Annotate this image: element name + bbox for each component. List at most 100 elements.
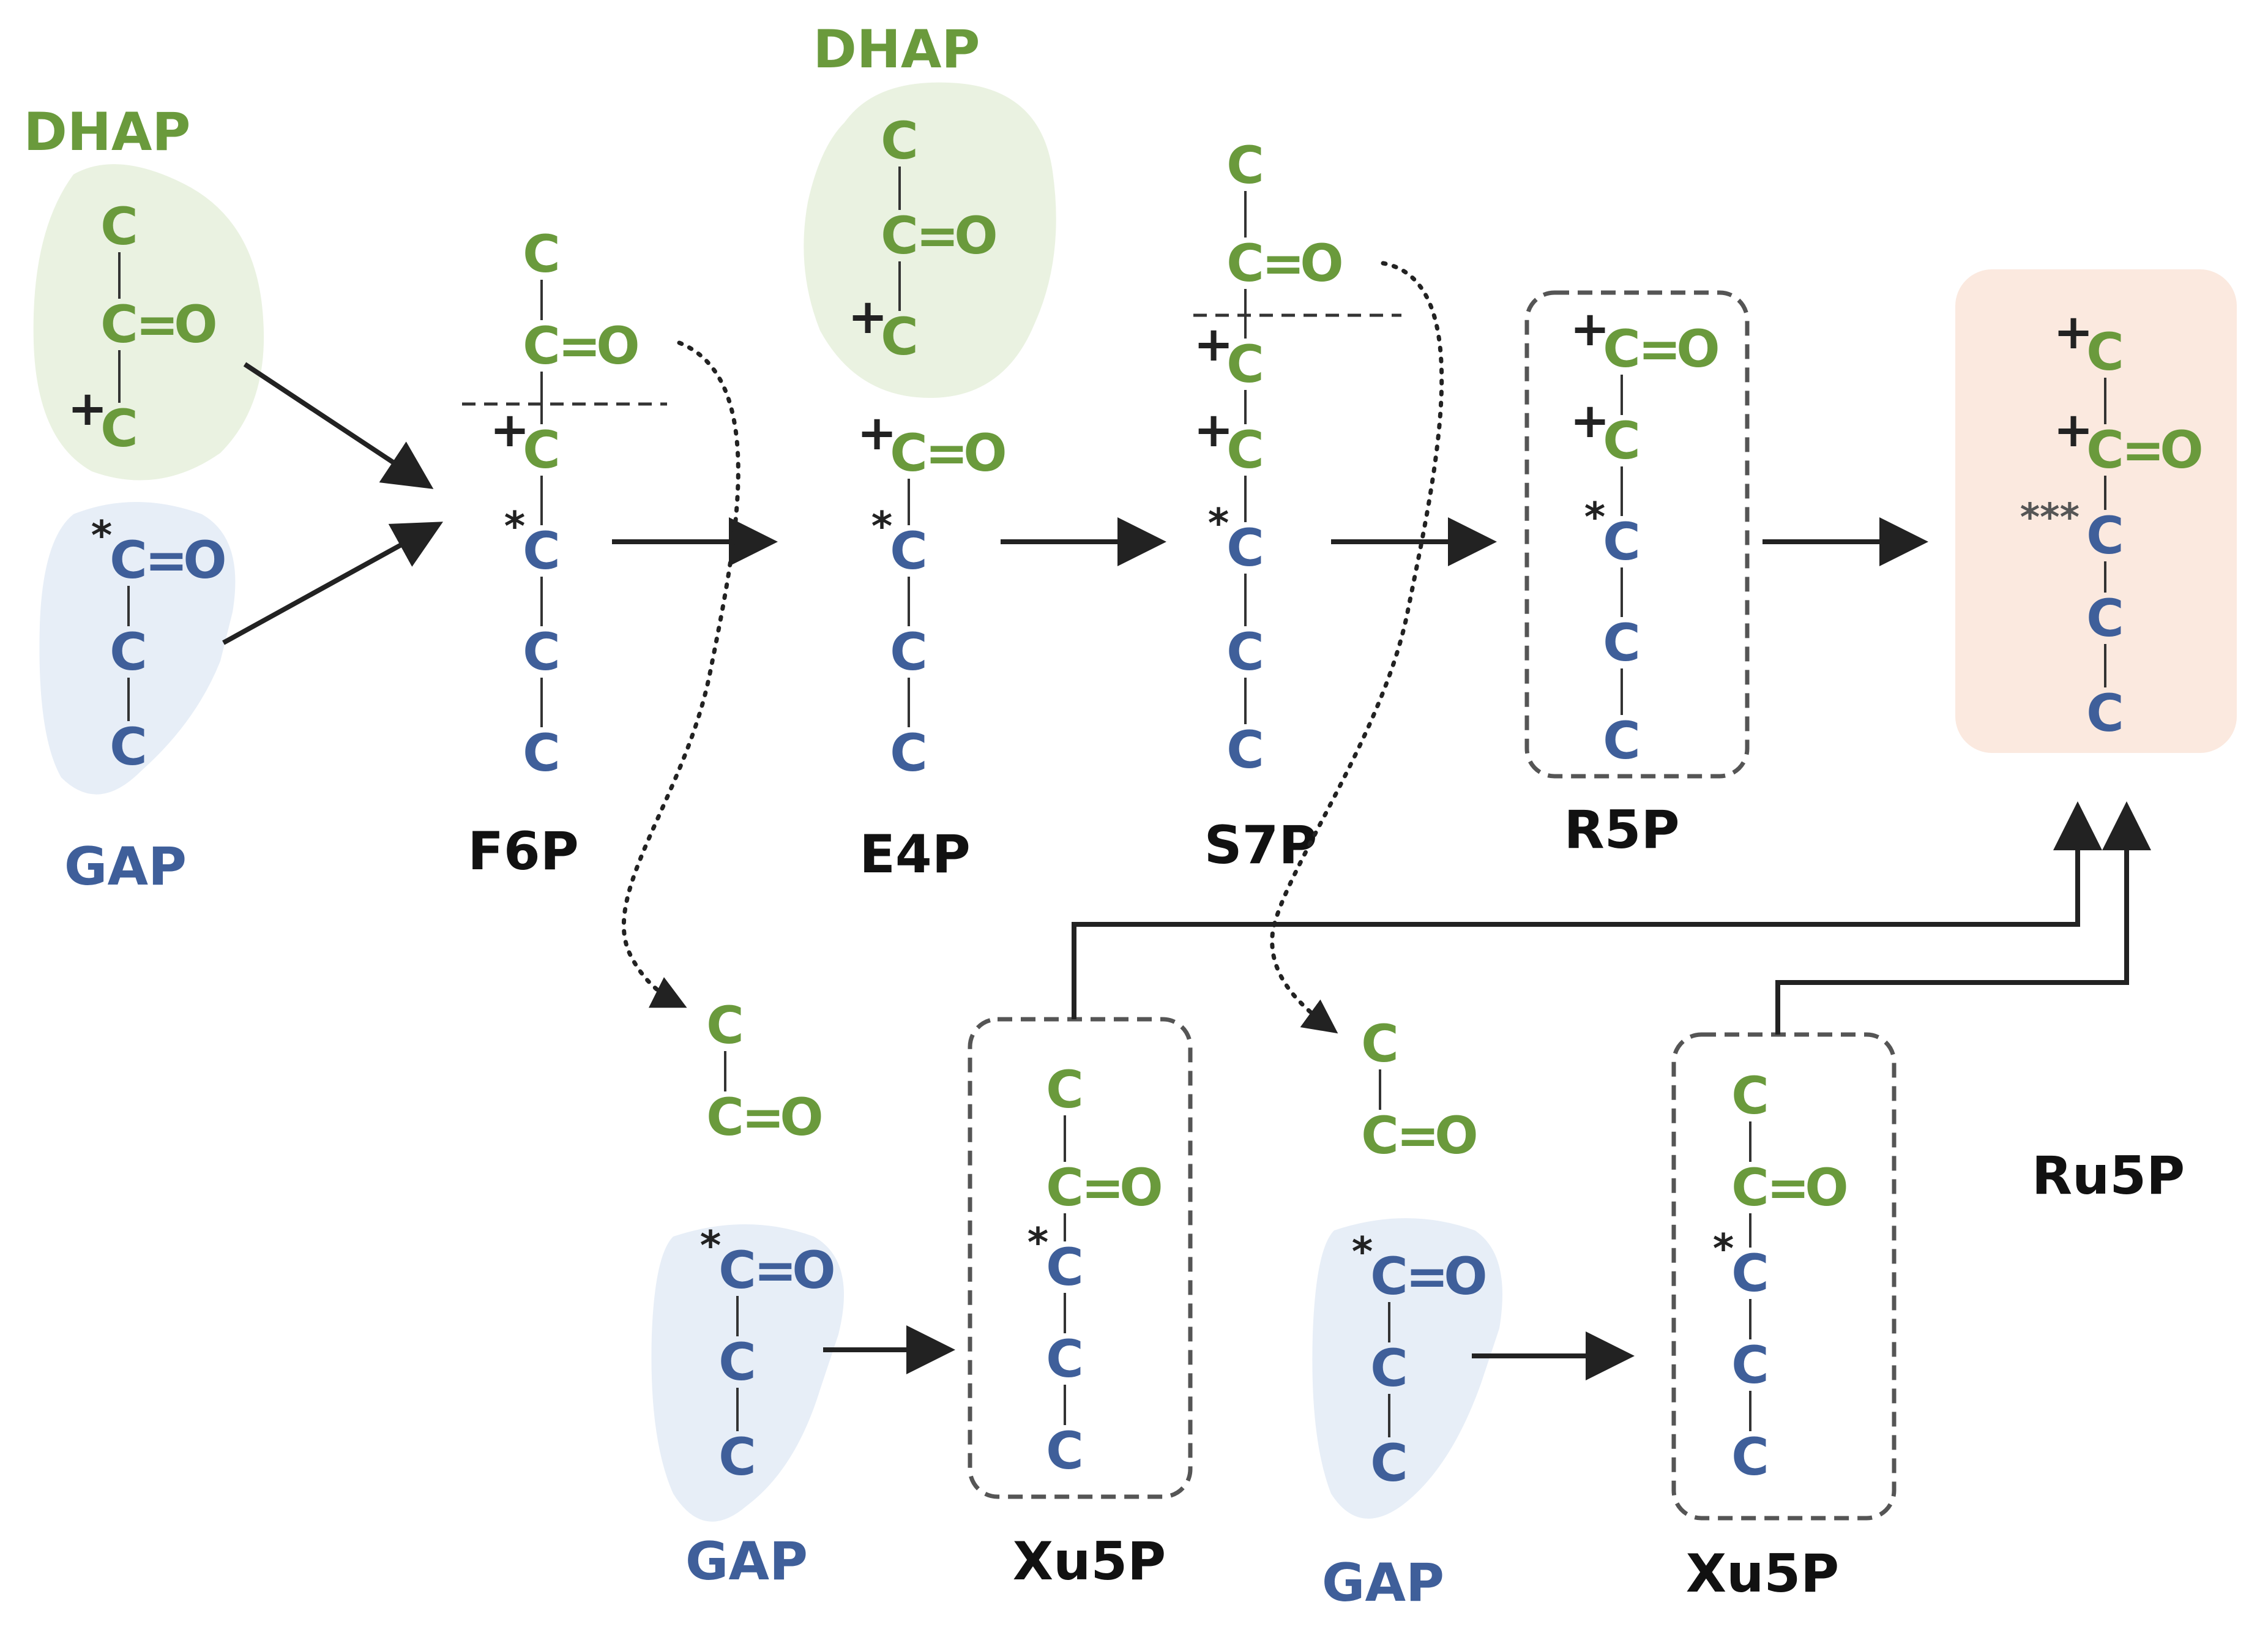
label-s7p: S7P (1204, 815, 1318, 876)
ru5p-carbon-1: C (2086, 322, 2124, 382)
label-ru5p: Ru5P (2032, 1145, 2185, 1207)
e4p-carbon-1: C (890, 423, 928, 483)
e4p-carbon-2: C (890, 521, 928, 581)
dhap-top-carbon-3: C (881, 307, 919, 367)
xu5p-2-double-bond-2: = (1767, 1158, 1810, 1218)
ru5p-background (1955, 269, 2237, 753)
e4p-carbon-3: C (890, 622, 928, 682)
label-xu5p-2: Xu5P (1686, 1543, 1839, 1604)
c2-fragment-2-carbon-2: C (1361, 1106, 1399, 1166)
gap-bottom-2-double-bond-1: = (1406, 1246, 1449, 1306)
dhap-blob-top (804, 82, 1056, 399)
f6p-carbon-3: C (523, 420, 561, 480)
f6p-star-mark-4: * (504, 503, 526, 550)
f6p-carbon-5: C (523, 622, 561, 682)
r5p-carbon-2: C (1603, 411, 1641, 471)
gap-blob-bottom-2 (1312, 1218, 1502, 1519)
gap-left-double-bond-1: = (145, 530, 188, 590)
gap-bottom-1-oxygen-1: O (792, 1240, 835, 1300)
xu5p-box-1 (968, 1017, 1193, 1499)
e4p-plus-mark-1: + (857, 406, 897, 461)
xu5p-2-carbon-2: C (1731, 1158, 1769, 1218)
xu5p-1-star-mark-3: * (1028, 1219, 1049, 1267)
c2-fragment-2-carbon-1: C (1361, 1014, 1399, 1074)
ru5p-double-bond-2: = (2122, 420, 2165, 480)
r5p-box (1524, 290, 1750, 779)
s7p-carbon-2: C (1226, 233, 1264, 293)
r5p-carbon-3: C (1603, 512, 1641, 572)
dhap-left-carbon-1: C (100, 197, 138, 256)
e4p-oxygen-1: O (963, 423, 1007, 483)
f6p-plus-mark-3: + (490, 403, 529, 458)
r5p-carbon-1: C (1603, 319, 1641, 379)
dhap-top-plus-mark-3: + (848, 290, 887, 345)
gap-bottom-2-oxygen-1: O (1444, 1246, 1487, 1306)
xu5p-2-carbon-5: C (1731, 1427, 1769, 1487)
s7p-plus-mark-3: + (1193, 317, 1233, 372)
c2-fragment-1-carbon-2: C (706, 1087, 744, 1147)
r5p-double-bond-1: = (1638, 319, 1681, 379)
gap-bottom-1-carbon-3: C (718, 1427, 756, 1487)
ru5p-carbon-4: C (2086, 588, 2124, 648)
e4p-star-mark-2: * (871, 503, 893, 550)
gap-blob-bottom-1 (651, 1224, 844, 1522)
r5p-plus-mark-2: + (1570, 394, 1610, 449)
s7p-carbon-3: C (1226, 334, 1264, 394)
connector-xu5p1-to-ru5p (1072, 801, 2102, 1019)
dotted-arrow-s7p-to-c2 (1270, 261, 1444, 1034)
c2-fragment-2-double-bond-2: = (1397, 1106, 1439, 1166)
dhap-left-double-bond-2: = (136, 294, 179, 354)
arrow-dhap-to-f6p (243, 362, 434, 489)
dhap-top-carbon-1: C (881, 111, 919, 171)
ru5p-plus-mark-1: + (2053, 305, 2093, 360)
s7p-carbon-6: C (1226, 622, 1264, 682)
gap-left-oxygen-1: O (183, 530, 226, 590)
r5p-carbon-4: C (1603, 613, 1641, 673)
f6p-double-bond-2: = (558, 316, 601, 376)
gap-left-carbon-2: C (110, 622, 147, 682)
gap-bottom-2-star-mark-1: * (1352, 1229, 1373, 1276)
xu5p-1-carbon-2: C (1046, 1158, 1084, 1218)
ru5p-triple-star-mark: *** (2020, 495, 2080, 540)
ru5p-carbon-3: C (2086, 506, 2124, 566)
gap-left-carbon-1: C (110, 530, 147, 590)
ru5p-carbon-5: C (2086, 683, 2124, 743)
xu5p-2-carbon-1: C (1731, 1066, 1769, 1126)
label-e4p: E4P (859, 824, 971, 885)
gap-bottom-1-carbon-2: C (718, 1332, 756, 1392)
xu5p-1-carbon-5: C (1046, 1421, 1084, 1481)
s7p-carbon-7: C (1226, 720, 1264, 780)
s7p-carbon-1: C (1226, 135, 1264, 195)
f6p-carbon-4: C (523, 521, 561, 581)
c2-fragment-1-carbon-1: C (706, 995, 744, 1055)
xu5p-2-carbon-3: C (1731, 1243, 1769, 1303)
gap-bottom-1-double-bond-1: = (754, 1240, 797, 1300)
connector-xu5p2-to-ru5p (1775, 801, 2151, 1035)
s7p-carbon-5: C (1226, 518, 1264, 578)
label-r5p: R5P (1564, 799, 1679, 861)
s7p-plus-mark-4: + (1193, 403, 1233, 458)
label-dhap-left: DHAP (24, 102, 191, 163)
f6p-oxygen-2: O (596, 316, 640, 376)
r5p-star-mark-3: * (1584, 494, 1606, 541)
label-xu5p-1: Xu5P (1013, 1531, 1166, 1592)
dhap-top-carbon-2: C (881, 206, 919, 266)
dhap-blob-left (33, 164, 264, 481)
xu5p-box-2 (1671, 1032, 1897, 1521)
xu5p-2-carbon-4: C (1731, 1335, 1769, 1395)
e4p-double-bond-1: = (925, 423, 968, 483)
gap-left-star-mark-1: * (91, 512, 113, 560)
gap-bottom-1-star-mark-1: * (700, 1222, 722, 1270)
gap-bottom-1-carbon-1: C (718, 1240, 756, 1300)
c2-fragment-1-oxygen-2: O (780, 1087, 823, 1147)
dhap-top-oxygen-2: O (954, 206, 998, 266)
s7p-carbon-4: C (1226, 420, 1264, 480)
dotted-arrow-f6p-to-c2 (621, 340, 740, 1008)
r5p-oxygen-1: O (1676, 319, 1720, 379)
xu5p-1-oxygen-2: O (1119, 1158, 1163, 1218)
f6p-carbon-1: C (523, 224, 561, 284)
label-gap-bottom-1: GAP (685, 1531, 808, 1592)
f6p-carbon-6: C (523, 723, 561, 783)
s7p-star-mark-5: * (1208, 500, 1229, 547)
